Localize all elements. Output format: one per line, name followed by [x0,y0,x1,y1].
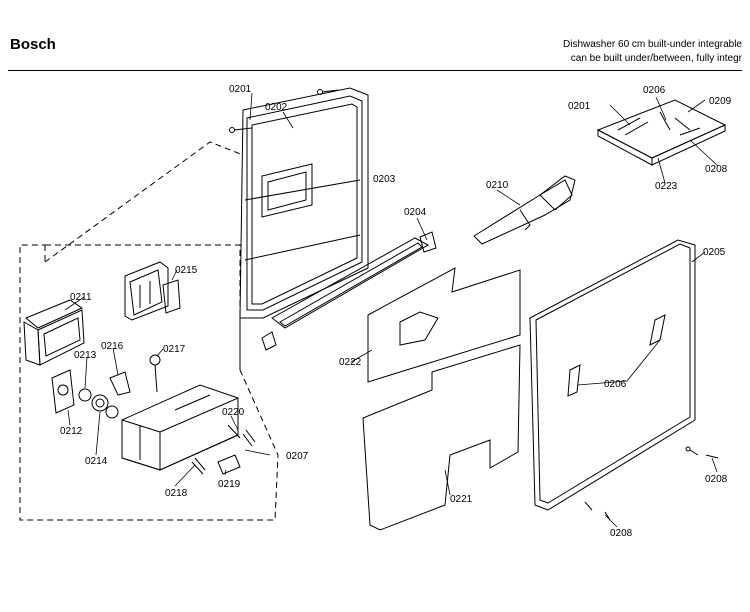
control-panel-cover [23,299,85,366]
label-0221: 0221 [450,494,473,505]
label-0208-bottom: 0208 [610,528,633,539]
label-0215: 0215 [175,265,198,276]
label-0205: 0205 [703,247,726,258]
inner-door-panel [239,87,369,319]
door-hinge [473,175,576,245]
insulation-mat-lower [362,344,521,531]
header-divider [8,70,742,71]
door-seal-strip [261,231,437,351]
spring-clip [191,424,256,475]
model-description-line-2: can be built under/between, fully integr [570,53,742,64]
door-link-dashed [44,141,244,263]
inset-label-0201: 0201 [568,101,591,112]
label-0220: 0220 [222,407,245,418]
switch-lever [109,371,131,396]
light-barrier-switch [217,454,241,475]
insulation-mat-upper [367,267,521,383]
label-0213: 0213 [74,350,97,361]
label-0206: 0206 [604,379,627,390]
model-description-line-1: Dishwasher 60 cm built-under integrable [563,39,742,50]
brand-name: Bosch [10,36,56,53]
inset-label-0208: 0208 [705,164,728,175]
inset-label-0223: 0223 [655,181,678,192]
label-0222: 0222 [339,357,362,368]
electronic-module-housing [121,384,239,471]
label-0210: 0210 [486,180,509,191]
leader-lines [64,92,719,528]
label-0218: 0218 [165,488,188,499]
mounting-kit-inset [596,99,727,166]
label-0211: 0211 [70,292,92,303]
outer-door-panel [529,239,696,511]
label-0217: 0217 [163,344,186,355]
control-panel-frame [124,261,181,321]
label-0219: 0219 [218,479,241,490]
label-0214: 0214 [85,456,108,467]
door-screw [229,89,339,133]
inset-label-0206: 0206 [643,85,666,96]
label-0203: 0203 [373,174,396,185]
assembly-group-outline [19,244,279,521]
button-cap [51,369,119,419]
panel-screw [584,446,719,521]
label-0212: 0212 [60,426,83,437]
label-0201: 0201 [229,84,252,95]
label-0204: 0204 [404,207,427,218]
label-0207: 0207 [286,451,309,462]
pushbutton-plunger [149,354,161,393]
label-0208-right: 0208 [705,474,728,485]
label-0202: 0202 [265,102,288,113]
inset-label-0209: 0209 [709,96,732,107]
label-0216: 0216 [101,341,124,352]
